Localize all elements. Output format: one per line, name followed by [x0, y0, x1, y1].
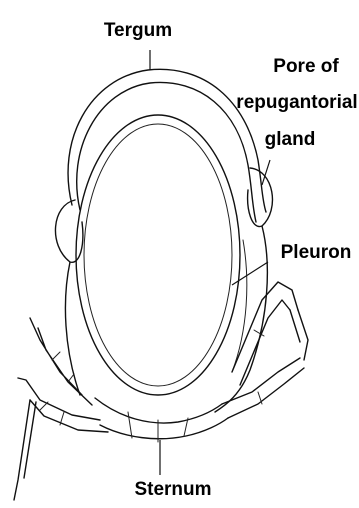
sternum-divider-1: [128, 412, 132, 438]
left-leg-lower: [18, 378, 108, 432]
left-leg-joint-2: [68, 374, 74, 382]
label-pore-line3: gland: [265, 129, 316, 150]
label-sternum: Sternum: [134, 479, 211, 500]
label-tergum: Tergum: [104, 20, 172, 41]
label-pore-line1: Pore of: [273, 56, 339, 77]
tergum-outer-outline: [68, 69, 266, 212]
sternum-outline: [95, 398, 222, 423]
left-leg-tip: [14, 400, 36, 500]
label-pore-line2: repugantorial: [236, 92, 357, 113]
pleuron-leader: [232, 262, 268, 285]
left-leg-upper: [30, 318, 92, 405]
body-cavity-inner: [84, 124, 232, 386]
left-leg-joint-1: [52, 352, 60, 360]
left-leg-joint-4: [40, 402, 48, 410]
body-cavity-outer: [76, 115, 240, 395]
right-leg-upper: [232, 282, 298, 385]
tergum-inner-outline: [77, 82, 256, 222]
right-leg-tip: [290, 310, 308, 360]
sternum-lower: [100, 418, 228, 439]
left-gland-lobe: [55, 200, 82, 262]
label-pleuron: Pleuron: [281, 242, 352, 263]
